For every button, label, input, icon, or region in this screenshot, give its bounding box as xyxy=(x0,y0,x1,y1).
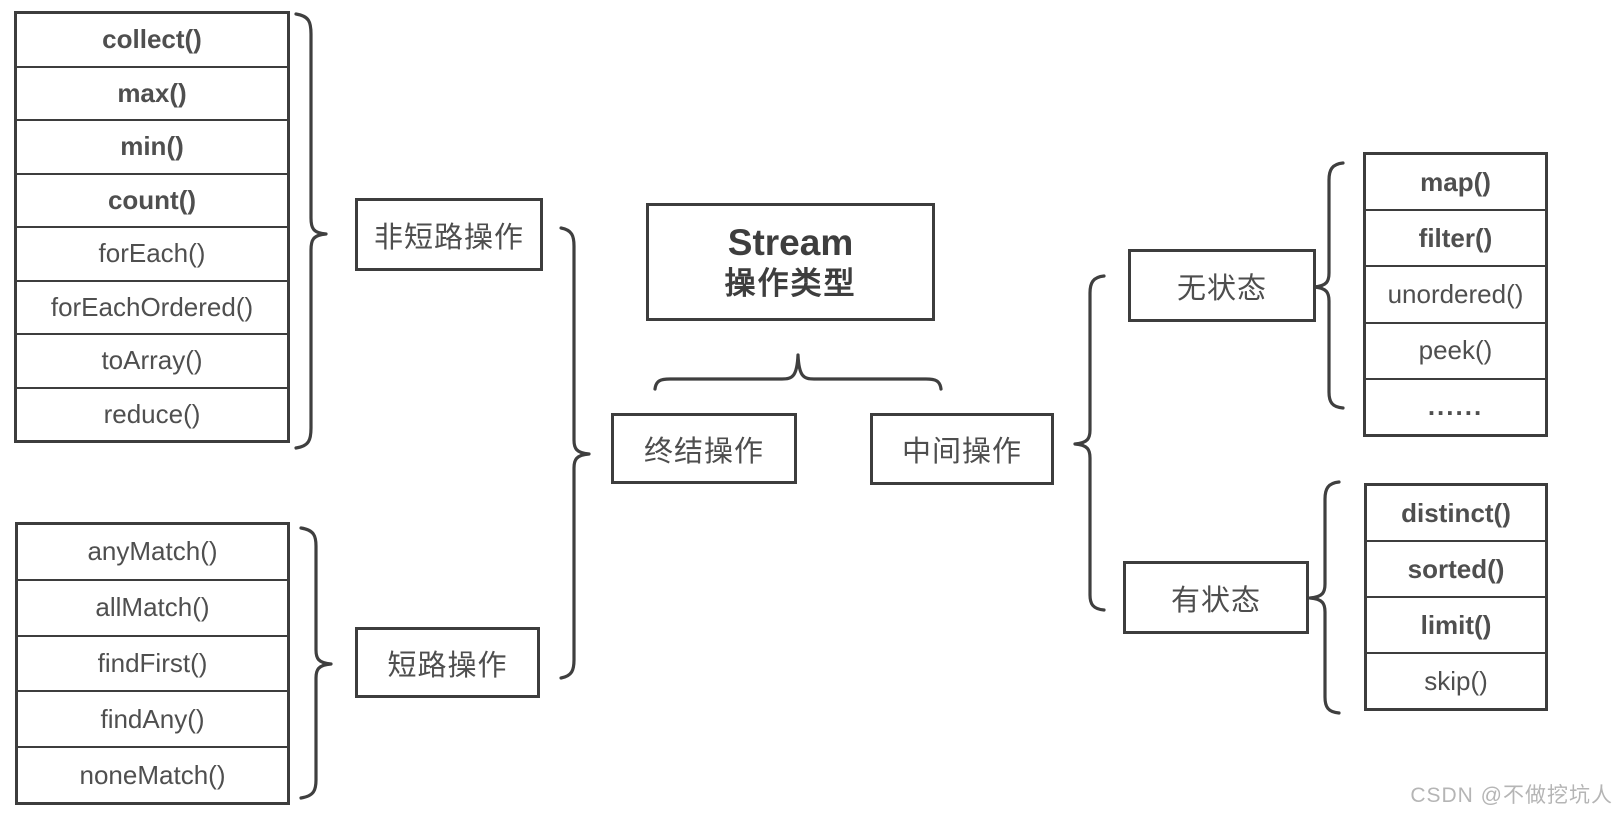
stream-title-line1: Stream xyxy=(727,222,854,264)
brace-stateless-table xyxy=(1312,161,1345,410)
brace-stream-split xyxy=(653,353,943,391)
table-row: peek() xyxy=(1366,321,1545,378)
table-row: anyMatch() xyxy=(87,536,218,567)
table-row: max() xyxy=(17,65,287,120)
short-circuit-label: 短路操作 xyxy=(387,649,508,682)
table-row: forEachOrdered() xyxy=(17,279,287,334)
table-row: unordered() xyxy=(1366,265,1545,321)
stream-title-line2: 操作类型 xyxy=(724,265,857,301)
table-row: sorted() xyxy=(1367,540,1545,596)
intermediate-operation-label-box: 中间操作 xyxy=(870,413,1054,485)
csdn-watermark: CSDN @不做挖坑人 xyxy=(1410,784,1613,807)
table-row: collect() xyxy=(102,24,202,55)
stateful-methods-table: distinct() sorted() limit() skip() xyxy=(1364,483,1548,711)
stateless-label-box: 无状态 xyxy=(1128,249,1316,322)
table-row: forEach() xyxy=(17,226,287,280)
table-row-ellipsis: ...... xyxy=(1366,377,1545,434)
non-short-circuit-label-box: 非短路操作 xyxy=(355,198,543,271)
brace-intermediate-group xyxy=(1073,274,1106,612)
brace-short-circuit-table xyxy=(299,526,333,800)
table-row: filter() xyxy=(1366,209,1545,265)
table-row: distinct() xyxy=(1401,497,1511,528)
table-row: findFirst() xyxy=(18,634,287,691)
stream-operation-type-box: Stream 操作类型 xyxy=(646,203,935,321)
short-circuit-methods-table: anyMatch() allMatch() findFirst() findAn… xyxy=(15,522,290,805)
table-row: findAny() xyxy=(18,690,287,746)
table-row: min() xyxy=(17,119,287,173)
short-circuit-label-box: 短路操作 xyxy=(355,627,540,698)
table-row: toArray() xyxy=(17,333,287,387)
non-short-circuit-label: 非短路操作 xyxy=(373,221,524,254)
table-row: map() xyxy=(1420,166,1491,197)
brace-non-short-circuit-table xyxy=(294,12,328,450)
brace-terminal-group xyxy=(559,226,591,680)
brace-stateful-table xyxy=(1308,480,1341,715)
stateless-label: 无状态 xyxy=(1176,272,1267,305)
stateless-methods-table: map() filter() unordered() peek() ...... xyxy=(1363,152,1548,437)
table-row: skip() xyxy=(1367,652,1545,708)
stateful-label: 有状态 xyxy=(1170,584,1261,617)
terminal-operation-label: 终结操作 xyxy=(643,435,764,468)
stateful-label-box: 有状态 xyxy=(1123,561,1309,634)
intermediate-operation-label: 中间操作 xyxy=(901,436,1022,468)
table-row: limit() xyxy=(1367,596,1545,652)
table-row: reduce() xyxy=(17,386,287,441)
terminal-operation-label-box: 终结操作 xyxy=(611,413,797,484)
table-row: noneMatch() xyxy=(18,746,287,802)
non-short-circuit-methods-table: collect() max() min() count() forEach() … xyxy=(14,11,290,443)
table-row: count() xyxy=(17,172,287,227)
table-row: allMatch() xyxy=(18,578,287,635)
